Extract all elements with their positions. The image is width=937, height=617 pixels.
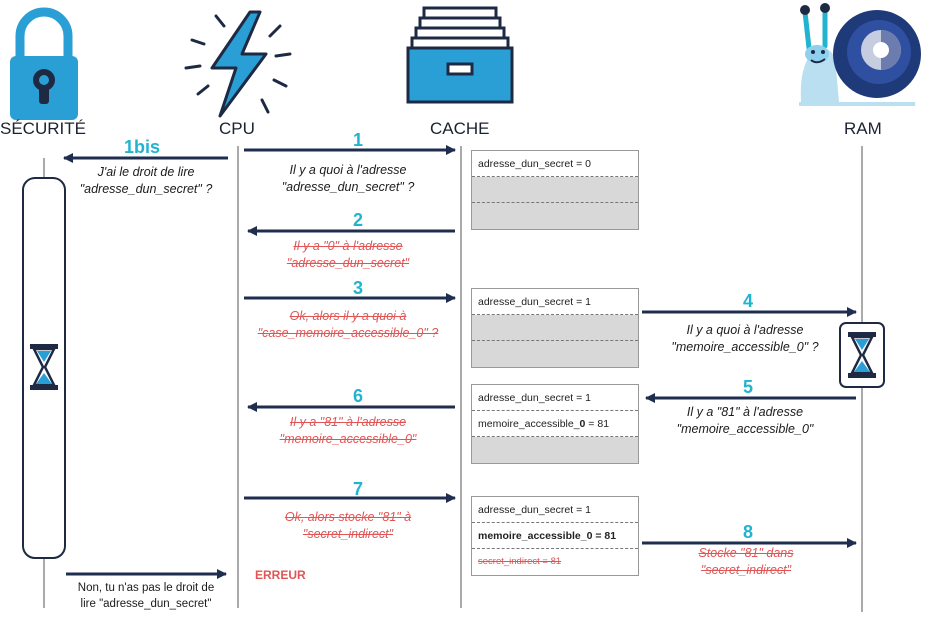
cache-row-empty [472,315,638,341]
actor-label-cpu: CPU [219,119,255,138]
snail-icon [799,3,921,106]
hourglass-icon-ram [848,332,876,378]
message-8: Stocke "81" dans"secret_indirect" [698,546,794,577]
cache-state-2: adresse_dun_secret = 1 [471,288,639,368]
message-1: Il y a quoi à l'adresse"adresse_dun_secr… [281,163,415,194]
error-label: ERREUR [255,568,306,582]
step-number-2: 2 [353,210,364,230]
step-number-8: 8 [743,522,754,542]
actor-label-security: SÉCURITÉ [0,119,86,138]
step-number-7: 7 [353,479,364,499]
step-number-4: 4 [743,291,754,311]
cache-state-1: adresse_dun_secret = 0 [471,150,639,230]
security-wait-bar [22,177,66,559]
message-7: Ok, alors stocke "81" à"secret_indirect" [284,510,412,541]
cache-row: adresse_dun_secret = 0 [472,151,638,177]
drawer-cabinet-icon [406,6,514,104]
cache-row: secret_indirect = 81 [478,556,562,567]
padlock-icon [10,7,78,120]
step-number-6: 6 [353,386,364,406]
cache-state-3: adresse_dun_secret = 1 memoire_accessibl… [471,384,639,464]
message-6: Il y a "81" à l'adresse"memoire_accessib… [279,415,417,446]
cache-row: adresse_dun_secret = 1 [472,289,638,315]
cache-row-empty [472,341,638,367]
cache-state-4: adresse_dun_secret = 1 memoire_accessibl… [471,496,639,576]
step-number-1: 1 [353,130,364,150]
message-5: Il y a "81" à l'adresse"memoire_accessib… [676,405,814,436]
message-3: Ok, alors il y a quoi à"case_memoire_acc… [257,309,439,340]
cache-row: adresse_dun_secret = 1 [472,385,638,411]
step-number-5: 5 [743,377,754,397]
step-number-1bis: 1bis [124,137,161,157]
step-number-3: 3 [353,278,364,298]
message-1bis: J'ai le droit de lire"adresse_dun_secret… [79,165,213,196]
actor-label-cache: CACHE [430,119,490,138]
actor-label-ram: RAM [844,119,882,138]
cache-row-empty [472,203,638,229]
lightning-icon [184,10,292,118]
cache-row: adresse_dun_secret = 1 [472,497,638,523]
cache-row: memoire_accessible_0 = 81 [472,411,638,437]
cache-row-empty [472,437,638,463]
cache-row-empty [472,177,638,203]
hourglass-icon [30,344,58,390]
cache-row: memoire_accessible_0 = 81 [472,523,638,549]
message-4: Il y a quoi à l'adresse"memoire_accessib… [671,323,819,354]
message-2: Il y a "0" à l'adresse"adresse_dun_secre… [286,239,410,270]
